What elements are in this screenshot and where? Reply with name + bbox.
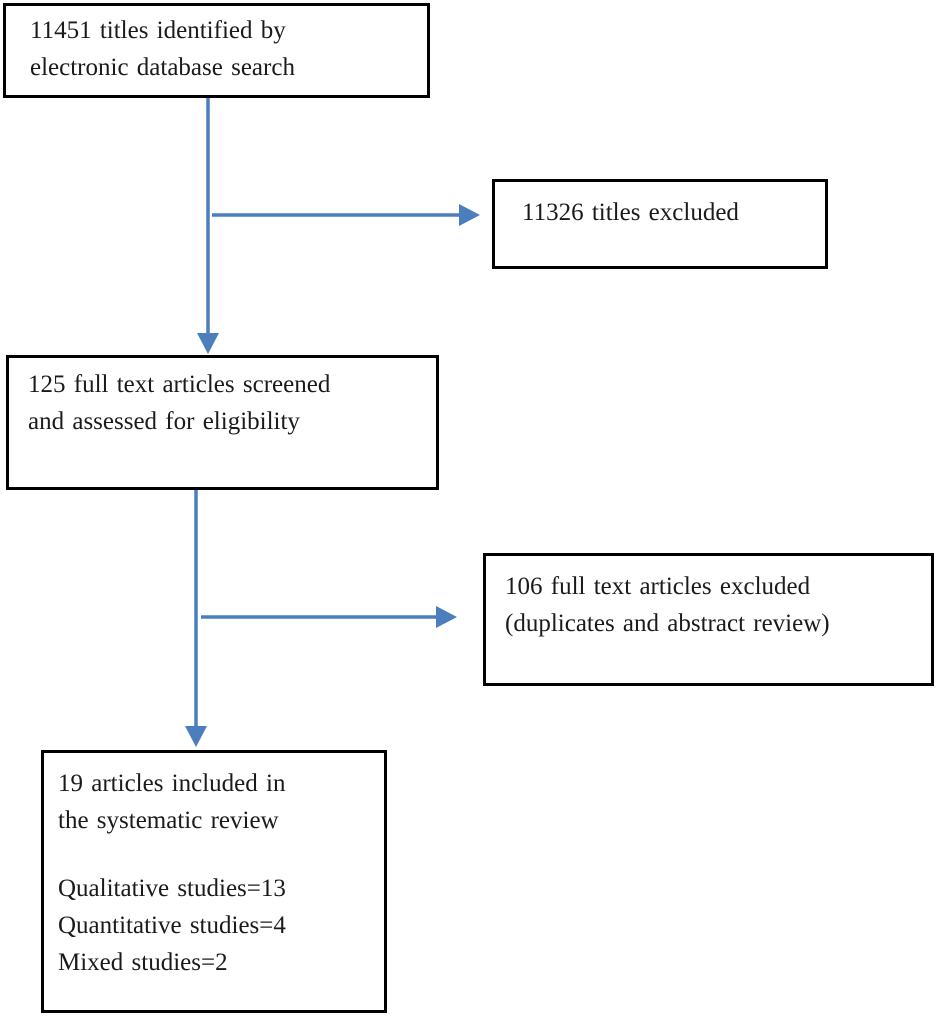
- node-text-line: the systematic review: [58, 807, 279, 834]
- node-text-line: Quantitative studies=4: [58, 912, 286, 939]
- node-text-line: Mixed studies=2: [58, 949, 228, 976]
- arrow-head: [197, 333, 219, 354]
- arrow-identified-to-screened: [197, 98, 219, 354]
- node-text-line: 11326 titles excluded: [522, 199, 739, 226]
- arrow-screened-to-fulltext-excluded: [201, 606, 457, 628]
- node-text-line: 106 full text articles excluded: [505, 573, 811, 600]
- study-type-breakdown: Qualitative studies=13 Quantitative stud…: [58, 870, 376, 981]
- arrow-head: [436, 606, 457, 628]
- node-titles-identified: 11451 titles identified by electronic da…: [3, 3, 430, 98]
- node-text-line: Qualitative studies=13: [58, 875, 286, 902]
- node-text-line: 11451 titles identified by: [30, 17, 286, 44]
- node-text-line: 125 full text articles screened: [28, 371, 331, 398]
- node-fulltext-excluded: 106 full text articles excluded (duplica…: [483, 553, 934, 686]
- arrow-head: [459, 204, 480, 226]
- node-text-line: and assessed for eligibility: [28, 408, 300, 435]
- node-text-line: (duplicates and abstract review): [505, 610, 830, 637]
- node-text-line: 19 articles included in: [58, 770, 286, 797]
- node-fulltext-screened: 125 full text articles screened and asse…: [6, 355, 439, 490]
- arrow-head: [185, 726, 207, 747]
- arrow-screened-to-included: [185, 490, 207, 747]
- node-text-line: electronic database search: [30, 54, 295, 81]
- node-titles-excluded: 11326 titles excluded: [492, 179, 828, 269]
- arrow-identified-to-titles-excluded: [212, 204, 480, 226]
- node-included-in-review: 19 articles included in the systematic r…: [41, 750, 387, 1013]
